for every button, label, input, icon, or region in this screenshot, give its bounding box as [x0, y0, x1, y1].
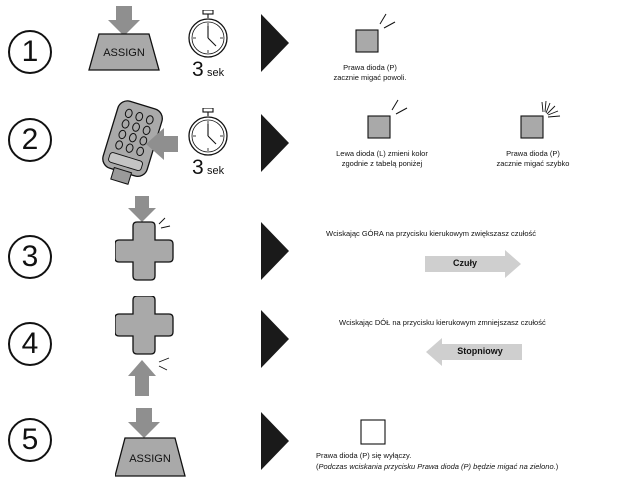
gradual-label: Stopniowy	[457, 346, 503, 356]
next-arrow-icon	[261, 222, 289, 280]
left-led-color-change-icon	[367, 99, 408, 139]
step4-instruction: Wciskając DÓŁ na przycisku kierukowym zm…	[339, 318, 546, 327]
timer-value: 3	[192, 156, 204, 179]
sensitive-label: Czuły	[452, 258, 477, 268]
step-number-4: 4	[8, 322, 52, 366]
step-number-1: 1	[8, 30, 52, 74]
step5-note: Prawa dioda (P) się wyłączy. (Podczas wc…	[316, 450, 558, 473]
step3-instruction: Wciskając GÓRA na przycisku kierukowym z…	[326, 229, 537, 238]
next-arrow-icon	[261, 114, 289, 172]
step2-right-caption: Prawa dioda (P) zacznie migać szybko	[496, 149, 570, 169]
step2-left-caption: Lewa dioda (L) zmieni kolor zgodnie z ta…	[336, 149, 428, 169]
assign-label: ASSIGN	[103, 47, 145, 59]
assign-button-press-icon: ASSIGN	[115, 408, 186, 477]
step-number-5: 5	[8, 418, 52, 462]
step5-note-line2: (Podczas wciskania przycisku Prawa dioda…	[316, 462, 559, 472]
step-number-text: 3	[21, 240, 39, 273]
stopwatch-icon	[188, 108, 228, 156]
step-number-text: 2	[21, 123, 39, 156]
gradual-left-arrow	[426, 338, 522, 366]
dpad-up-press-icon	[115, 196, 174, 281]
step-number-text: 4	[21, 327, 39, 360]
step-number-3: 3	[8, 235, 52, 279]
timer-unit: sek	[207, 165, 225, 177]
assign-button	[85, 6, 175, 78]
stopwatch-icon	[188, 10, 228, 58]
assign-label: ASSIGN	[129, 453, 171, 465]
step1-caption: Prawa dioda (P) zacznie migać powoli.	[333, 63, 407, 83]
next-arrow-icon	[261, 14, 289, 72]
remote-control-icon	[102, 100, 178, 185]
dpad-down-press-icon	[115, 296, 174, 396]
right-led-slow-blink-icon	[355, 13, 396, 53]
right-led-off-icon	[360, 419, 386, 445]
step-number-text: 1	[21, 35, 39, 68]
timer-value: 3	[192, 58, 204, 81]
step-number-2: 2	[8, 118, 52, 162]
timer-unit: sek	[207, 67, 225, 79]
sensitive-right-arrow	[425, 250, 521, 278]
next-arrow-icon	[261, 412, 289, 470]
assign-button-press-icon: ASSIGN	[88, 6, 160, 71]
step5-note-line2-text: Podczas wciskania przycisku Prawa dioda …	[318, 462, 556, 472]
next-arrow-icon	[261, 310, 289, 368]
right-led-fast-blink-icon	[520, 100, 561, 139]
step-number-text: 5	[21, 423, 39, 456]
step5-note-line1: Prawa dioda (P) się wyłączy.	[316, 451, 412, 460]
